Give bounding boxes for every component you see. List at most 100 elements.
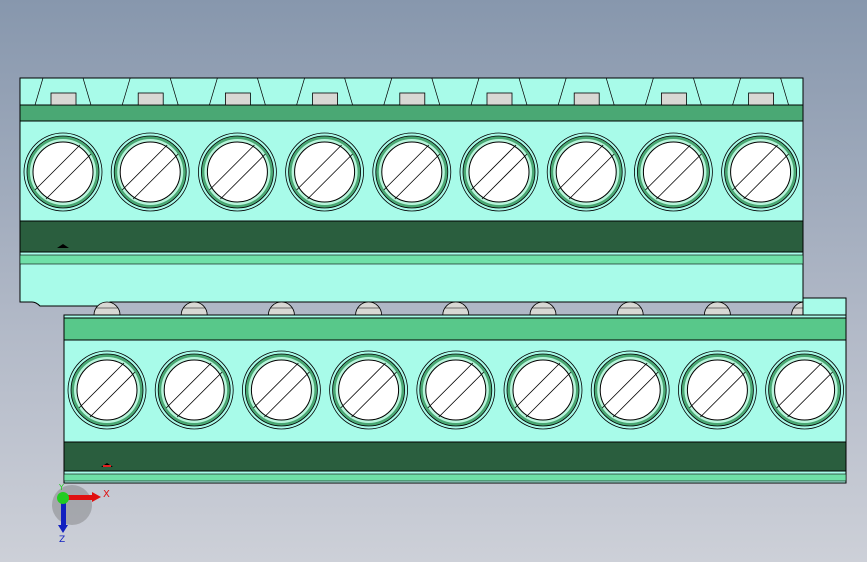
screw-head: [512, 359, 574, 421]
screw-slot-edge: [525, 371, 572, 418]
upper-latch-tab: [645, 77, 702, 106]
lower-rail: [63, 473, 847, 482]
upper-bottom-bump: [355, 301, 383, 316]
upper-latch-tab: [296, 77, 353, 106]
terminal-screw-5[interactable]: [416, 350, 496, 430]
screw-slot-edge: [743, 153, 789, 200]
z-axis-arrow: [61, 498, 66, 526]
x-axis-arrow: [64, 495, 94, 500]
terminal-screw-1[interactable]: [67, 350, 147, 430]
upper-latch-tab: [121, 77, 179, 106]
terminal-screw-7[interactable]: [546, 132, 626, 212]
screw-slot-edge: [45, 153, 92, 200]
screw-slot-edge: [568, 153, 615, 200]
upper-latch-tab: [557, 77, 615, 106]
screw-slot-edge: [132, 153, 179, 200]
upper-marker-icon: [57, 244, 69, 248]
terminal-screw-3[interactable]: [241, 350, 321, 430]
upper-latch-tab: [383, 77, 441, 106]
lower-dark-band: [63, 441, 847, 472]
screw-slot-edge: [438, 371, 485, 418]
screw-slot-edge: [689, 362, 735, 409]
screw-slot-edge: [121, 144, 168, 191]
lower-terminal-block[interactable]: [63, 297, 847, 484]
terminal-screw-9[interactable]: [721, 132, 800, 212]
terminal-screw-6[interactable]: [503, 350, 583, 430]
terminal-screw-1[interactable]: [23, 132, 103, 212]
upper-bottom-bump: [529, 301, 557, 316]
terminal-screw-5[interactable]: [372, 132, 452, 212]
y-axis-label: Y: [58, 483, 64, 492]
screw-slot-edge: [514, 362, 561, 409]
screw-slot-edge: [481, 153, 528, 200]
screw-slot-edge: [165, 362, 212, 409]
upper-bottom-bump: [180, 301, 208, 316]
terminal-screw-3[interactable]: [197, 132, 277, 212]
screw-head: [599, 359, 661, 421]
screw-slot-edge: [89, 371, 136, 418]
screw-head: [76, 359, 138, 421]
screw-head: [730, 141, 792, 203]
upper-dark-band: [19, 220, 804, 253]
terminal-screw-6[interactable]: [459, 132, 539, 212]
screw-slot-edge: [78, 362, 125, 409]
z-arrowhead-icon: [58, 525, 68, 533]
screw-head: [32, 141, 94, 203]
upper-terminal-block[interactable]: [19, 77, 819, 316]
x-arrowhead-icon: [92, 492, 101, 502]
lower-block-step: [802, 297, 847, 316]
screw-slot-edge: [383, 144, 430, 191]
upper-latch-tab: [34, 77, 92, 106]
screw-slot-edge: [612, 371, 659, 418]
screw-head: [642, 141, 704, 203]
screw-slot-edge: [209, 144, 255, 191]
screw-slot-edge: [253, 362, 299, 409]
screw-head: [425, 359, 487, 421]
terminal-screw-8[interactable]: [678, 350, 757, 430]
screw-slot-edge: [776, 362, 822, 409]
screw-slot-edge: [656, 153, 702, 200]
screw-slot-edge: [307, 153, 353, 200]
screw-slot-edge: [557, 144, 604, 191]
screw-slot-edge: [351, 371, 397, 418]
triad-shadow: [52, 485, 92, 525]
screw-slot-edge: [427, 362, 474, 409]
screw-slot-edge: [394, 153, 441, 200]
terminal-screw-7[interactable]: [590, 350, 670, 430]
upper-bottom-bump: [703, 301, 731, 316]
terminal-screw-4[interactable]: [285, 132, 365, 212]
upper-bottom-bump: [93, 301, 121, 316]
screw-head: [686, 359, 748, 421]
screw-head: [774, 359, 836, 421]
terminal-screw-4[interactable]: [329, 350, 409, 430]
upper-latch-tab: [209, 77, 266, 106]
upper-bottom-bump: [616, 301, 644, 316]
screw-head: [468, 141, 530, 203]
screw-slot-edge: [296, 144, 342, 191]
screw-slot-edge: [220, 153, 266, 200]
screw-head: [381, 141, 443, 203]
upper-latch-tab: [470, 77, 528, 106]
terminal-screw-8[interactable]: [634, 132, 713, 212]
lower-marker-red: [103, 465, 111, 467]
screw-slot-edge: [732, 144, 778, 191]
screw-slot-edge: [787, 371, 833, 418]
axis-triad[interactable]: X Y Z: [52, 483, 110, 545]
lower-top-band: [63, 317, 847, 341]
screw-slot-edge: [34, 144, 81, 191]
screw-slot-edge: [340, 362, 386, 409]
terminal-screw-9[interactable]: [765, 350, 844, 430]
terminal-screw-2[interactable]: [154, 350, 234, 430]
screw-head: [206, 141, 268, 203]
screw-slot-edge: [601, 362, 648, 409]
terminal-screw-2[interactable]: [110, 132, 190, 212]
screw-head: [119, 141, 181, 203]
screw-slot-edge: [470, 144, 517, 191]
screw-head: [294, 141, 356, 203]
upper-latch-tab: [732, 77, 789, 106]
x-axis-label: X: [103, 489, 110, 500]
screw-slot-edge: [176, 371, 223, 418]
screw-slot-edge: [264, 371, 310, 418]
upper-bottom-bump: [442, 301, 470, 316]
